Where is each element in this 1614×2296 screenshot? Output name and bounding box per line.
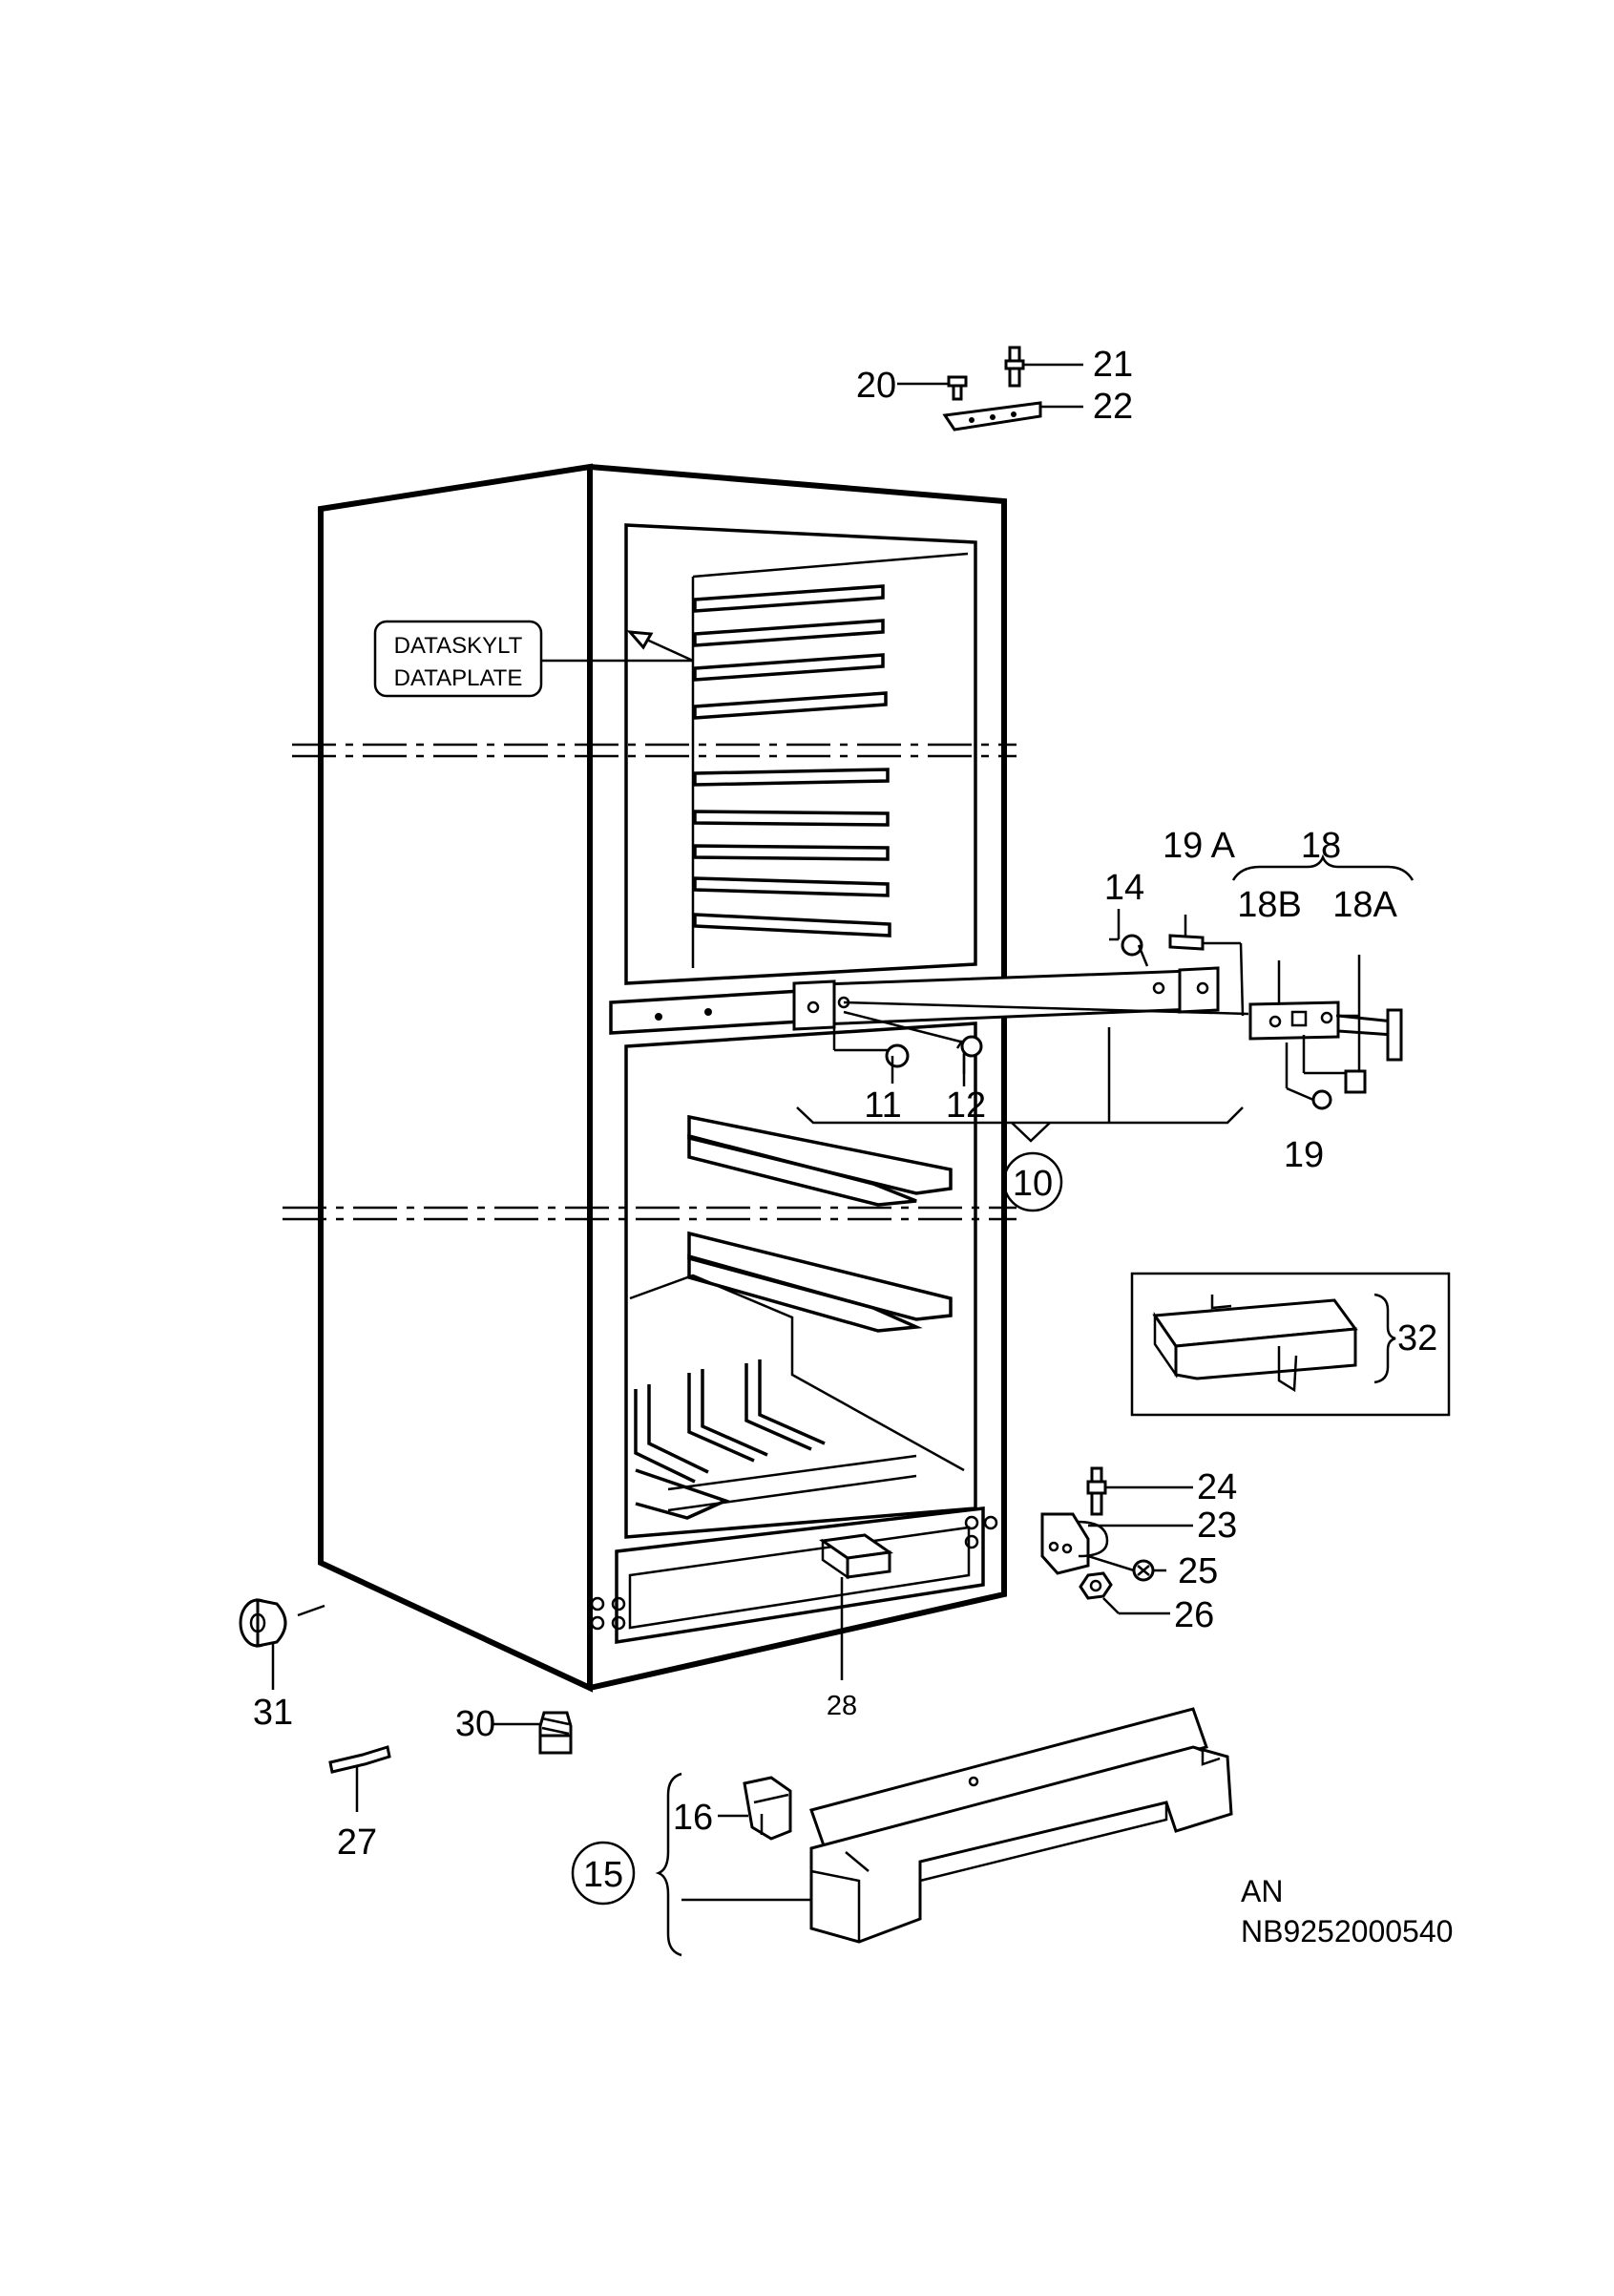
cabinet-front-frame (589, 464, 1007, 1691)
label-14: 14 (1104, 868, 1144, 908)
lower-hinge-group (1040, 1466, 1193, 1615)
circle-15 (571, 1841, 636, 1906)
label-10: 10 (1013, 1164, 1053, 1204)
clip-16 (743, 1776, 792, 1841)
hinge-hole (611, 1615, 626, 1631)
circle-10 (1002, 1151, 1063, 1212)
screw-14-icon (1121, 934, 1143, 957)
kick-plate-group (655, 1707, 1233, 1957)
hinge-18-group (1231, 853, 1415, 1110)
data-plate-box (373, 620, 543, 698)
data-plate-line2: DATAPLATE (394, 665, 523, 691)
group-18-brace (1231, 853, 1415, 881)
label-18b: 18B (1237, 885, 1302, 925)
kick-plate-top (809, 1707, 1208, 1850)
part-27-group (328, 1745, 391, 1812)
data-plate-callout: DATASKYLT DATAPLATE (373, 620, 694, 698)
upper-shelf-ribs (693, 584, 891, 937)
screw-19-icon (1311, 1089, 1332, 1110)
label-19: 19 (1284, 1135, 1324, 1175)
label-22: 22 (1093, 387, 1133, 427)
part-32-group (1130, 1272, 1451, 1417)
group-10-bracket (796, 1106, 1244, 1125)
group-15-brace (655, 1772, 682, 1957)
hinge-hole (590, 1596, 605, 1611)
rail-hole (704, 1008, 712, 1016)
hinge-hole (611, 1596, 626, 1611)
cross-bar-end-left (792, 979, 836, 1031)
part-28-group (818, 1533, 894, 1680)
label-11: 11 (864, 1085, 901, 1126)
screw-12-icon (960, 1035, 983, 1058)
hinge-block (1344, 1069, 1367, 1094)
hinge-hole (590, 1615, 605, 1631)
footer-line1: AN (1241, 1874, 1283, 1908)
bottom-compartment (615, 1506, 985, 1645)
screw-11-icon (885, 1043, 910, 1068)
label-24: 24 (1197, 1467, 1237, 1507)
hinge-hole (983, 1515, 998, 1530)
top-hinge-group (897, 346, 1083, 432)
label-25: 25 (1178, 1551, 1218, 1591)
label-27: 27 (337, 1822, 377, 1863)
label-28: 28 (827, 1691, 857, 1721)
label-26: 26 (1174, 1595, 1214, 1635)
tool-27 (328, 1745, 391, 1774)
upper-liner (624, 523, 977, 985)
drawer-slides (634, 1359, 917, 1520)
label-20: 20 (856, 366, 896, 406)
lower-hinge-23 (1040, 1512, 1090, 1575)
footer-line2: NB9252000540 (1241, 1914, 1453, 1948)
label-18: 18 (1301, 826, 1341, 866)
cross-bar-group (792, 909, 1249, 1143)
part-32-frame (1130, 1272, 1451, 1417)
hinge-hole (964, 1534, 979, 1549)
part-32-brace (1373, 1293, 1396, 1384)
part-31-group (239, 1598, 325, 1690)
nut-26-icon (1079, 1571, 1113, 1600)
data-plate-arrow-head (626, 630, 654, 650)
hinge-hole (964, 1515, 979, 1530)
label-32: 32 (1397, 1318, 1437, 1359)
upper-liner-top-edge (692, 552, 969, 579)
label-21: 21 (1093, 345, 1133, 385)
label-16: 16 (673, 1798, 713, 1838)
label-23: 23 (1197, 1506, 1237, 1546)
lower-liner-contour (629, 1274, 965, 1472)
label-15: 15 (583, 1855, 623, 1895)
label-30: 30 (455, 1704, 495, 1744)
screw-19a-icon (1168, 934, 1205, 951)
part-28-front (846, 1550, 891, 1579)
part-30-group (493, 1711, 573, 1755)
label-12: 12 (946, 1085, 986, 1126)
label-18a: 18A (1332, 885, 1397, 925)
label-19a: 19 A (1163, 826, 1236, 866)
pin-24-icon (1086, 1480, 1107, 1495)
hinge-18b (1248, 1001, 1340, 1041)
hinge-pin (1386, 1008, 1403, 1062)
rail-hole (655, 1013, 662, 1021)
data-plate-line1: DATASKYLT (394, 633, 523, 659)
group-10-bracket-tip (1011, 1122, 1051, 1143)
label-31: 31 (253, 1693, 293, 1733)
hinge-18a-arm (1336, 1014, 1395, 1037)
lower-shelf-guides (687, 1114, 953, 1333)
